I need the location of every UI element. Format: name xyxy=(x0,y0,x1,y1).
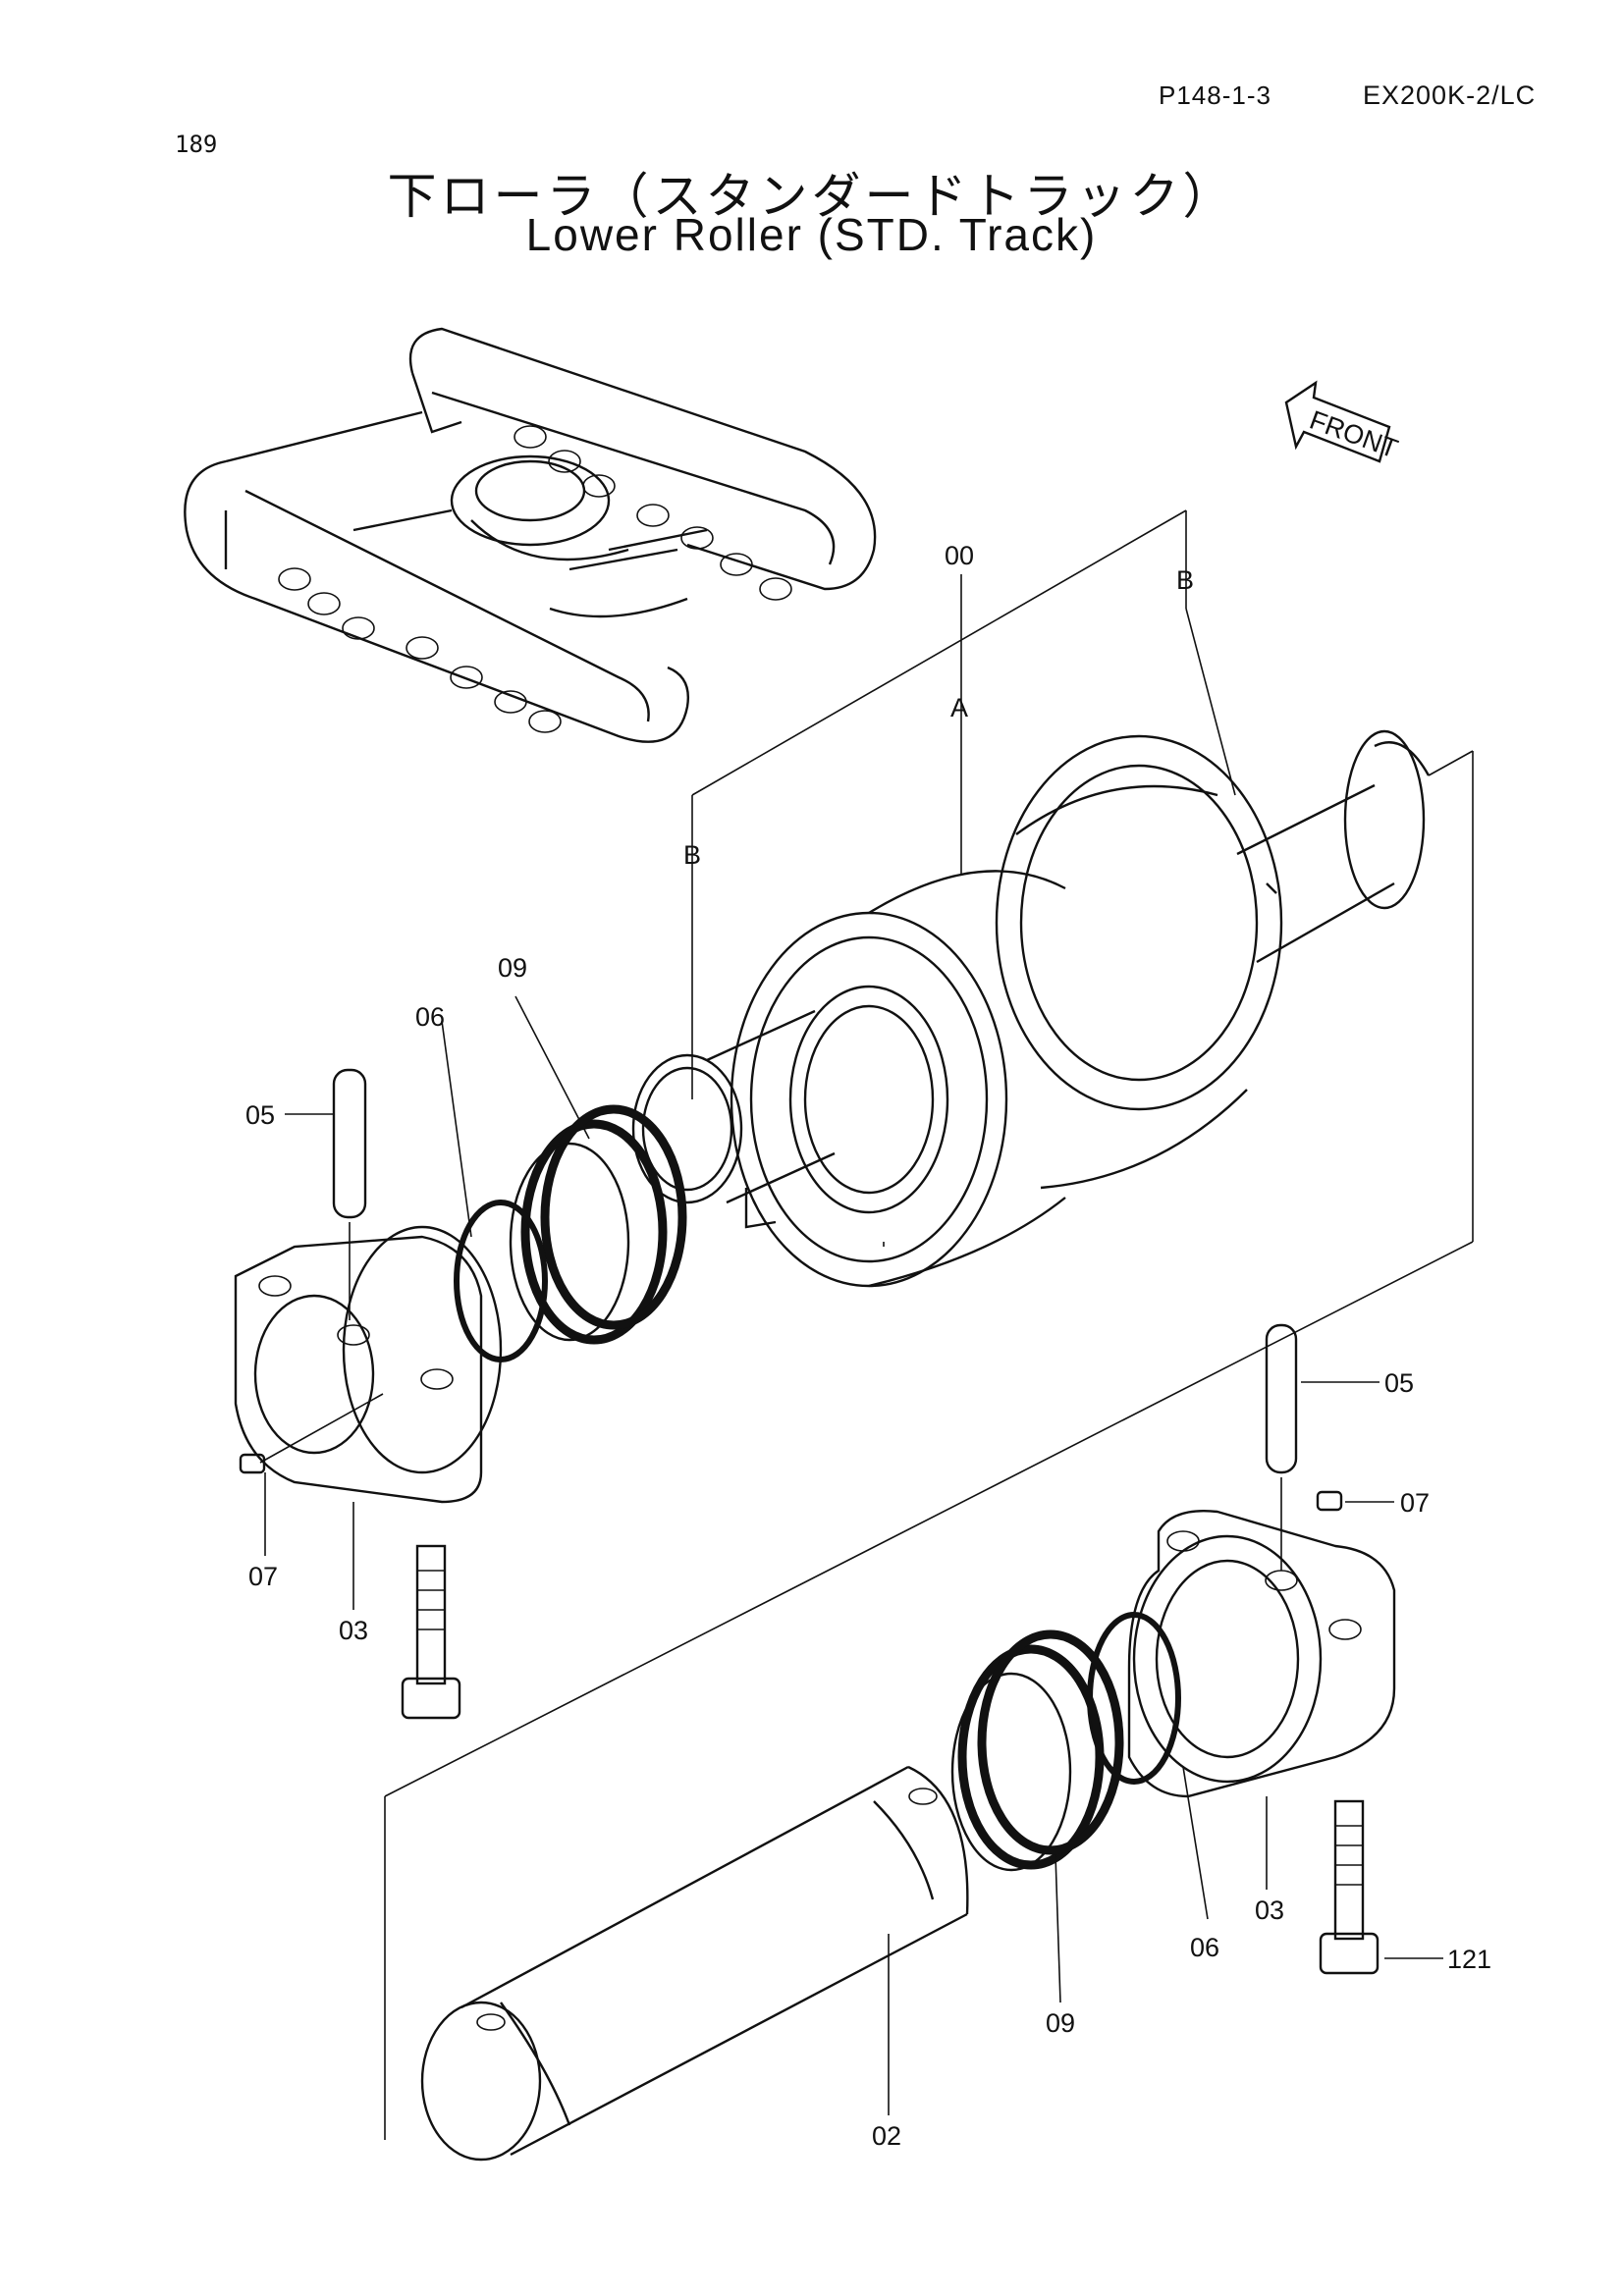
callout-oring-left: 06 xyxy=(415,1002,445,1032)
roller-shaft xyxy=(420,1765,969,2162)
floating-seal-left xyxy=(509,1104,687,1345)
pin-right xyxy=(1265,1323,1298,1571)
callout-assembly: 00 xyxy=(945,541,974,570)
plug-left xyxy=(239,1393,384,1474)
callout-shaft: 02 xyxy=(872,2121,901,2151)
callout-seal-right: 09 xyxy=(1046,2008,1075,2038)
callout-collar-right: 03 xyxy=(1255,1896,1284,1925)
callout-group-a: A xyxy=(950,693,968,722)
callout-plug-left: 07 xyxy=(248,1562,278,1591)
title-japanese: 下ローラ（スタンダードトラック） xyxy=(387,168,1236,225)
callout-seal-left: 09 xyxy=(498,953,527,983)
callout-group-b-left: B xyxy=(683,840,701,870)
page-number: 189 xyxy=(175,131,218,158)
title-english: Lower Roller (STD. Track) xyxy=(525,209,1098,260)
group-outline-lines xyxy=(384,509,1474,2140)
bolt-right xyxy=(1319,1799,1380,1975)
page-reference: P148-1-3 xyxy=(1159,80,1271,110)
callout-plug-right: 07 xyxy=(1400,1488,1430,1518)
plug-right xyxy=(1316,1490,1343,1512)
front-direction-marker: FRONT xyxy=(1284,380,1402,464)
track-frame-overview xyxy=(184,327,877,743)
callout-group-b-right: B xyxy=(1176,565,1194,595)
roller-body xyxy=(730,729,1431,1288)
bolt-left xyxy=(401,1544,461,1720)
callout-oring-right: 06 xyxy=(1190,1933,1219,1962)
callout-leaders xyxy=(264,995,1443,2115)
collar-left xyxy=(234,1225,503,1504)
callout-pin-left: 05 xyxy=(245,1100,275,1130)
bushing-left xyxy=(631,1009,836,1229)
callout-collar-left: 03 xyxy=(339,1616,368,1645)
callout-pin-right: 05 xyxy=(1384,1368,1414,1398)
pin-left xyxy=(332,1068,367,1320)
floating-seal-right xyxy=(950,1629,1124,1872)
callout-bolt: 121 xyxy=(1447,1945,1491,1974)
collar-right xyxy=(1127,1510,1396,1798)
model-code: EX200K-2/LC xyxy=(1363,80,1537,110)
